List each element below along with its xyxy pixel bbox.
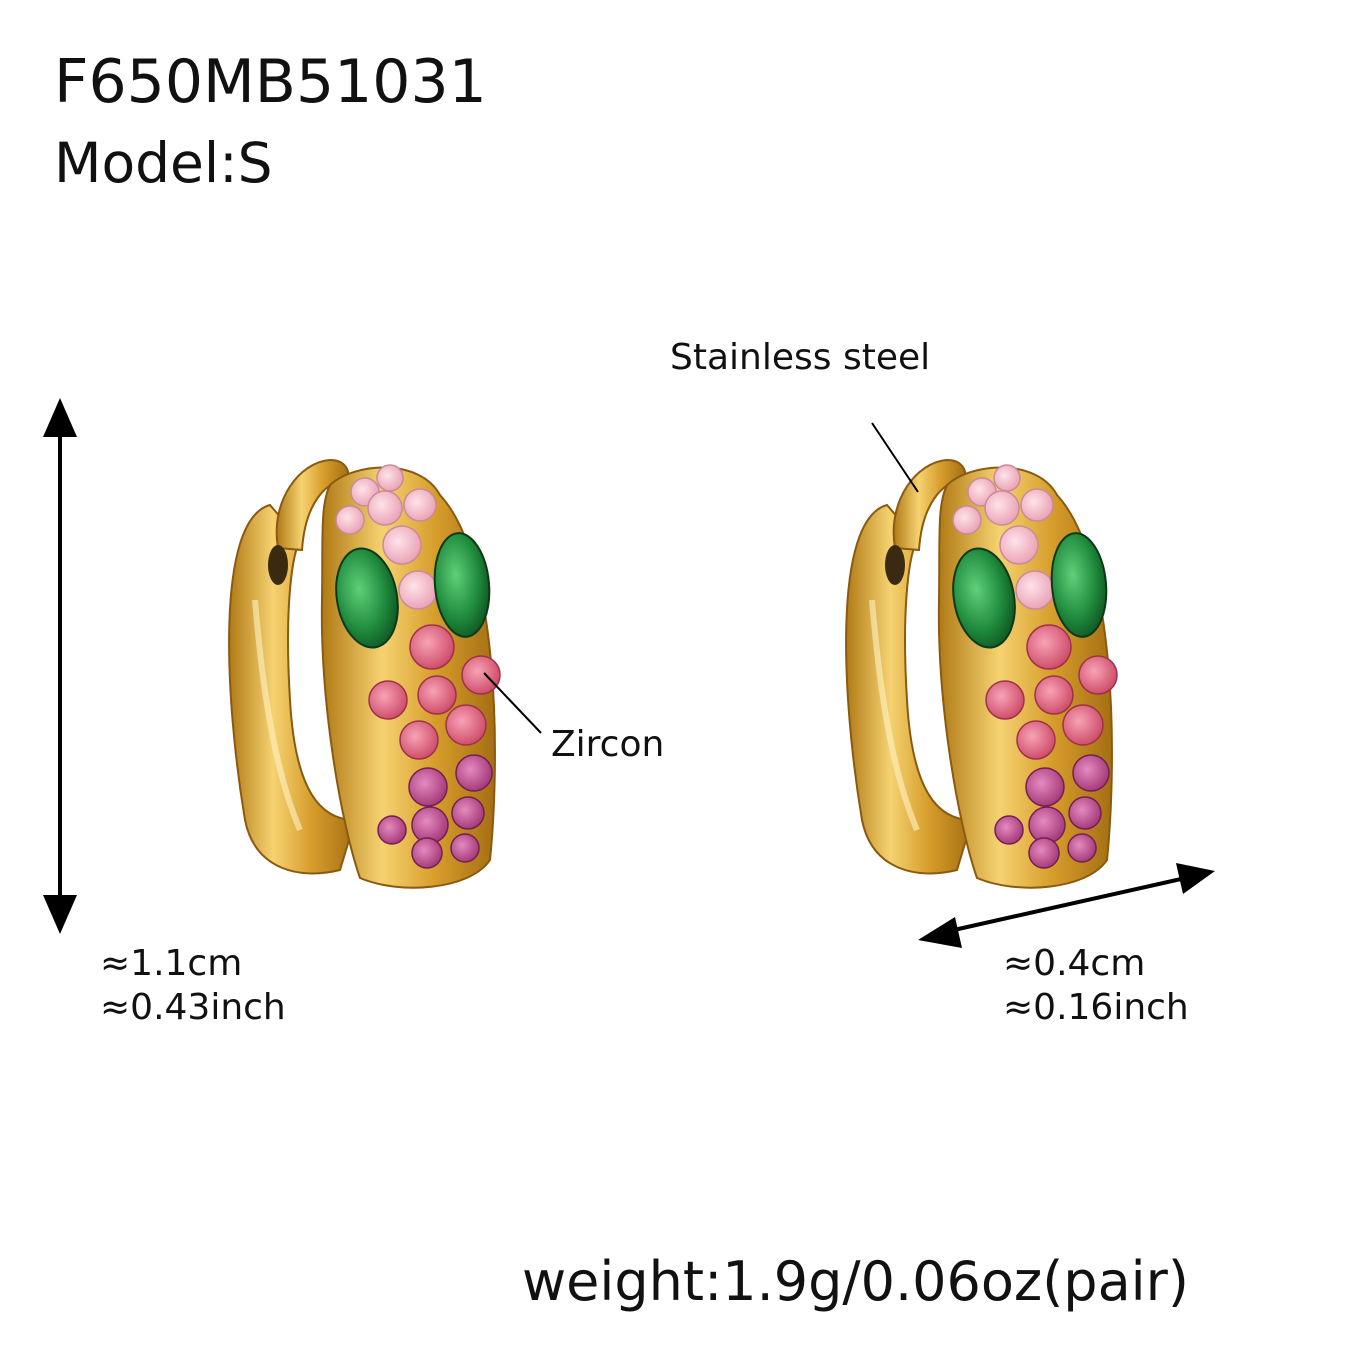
product-model: Model:S: [54, 131, 273, 195]
stone-label: Zircon: [551, 724, 665, 765]
stone-leader-line: [483, 672, 542, 734]
width-inch-label: ≈0.16inch: [1003, 987, 1189, 1028]
height-inch-label: ≈0.43inch: [100, 987, 286, 1028]
earring-right: [846, 460, 1117, 888]
product-sku: F650MB51031: [54, 47, 487, 117]
material-leader-line: [871, 422, 919, 493]
product-weight: weight:1.9g/0.06oz(pair): [522, 1250, 1189, 1313]
width-arrow: [918, 863, 1215, 948]
material-label: Stainless steel: [670, 337, 931, 378]
height-cm-label: ≈1.1cm: [100, 943, 243, 984]
height-arrow: [43, 398, 77, 934]
earring-left: [229, 460, 500, 888]
width-cm-label: ≈0.4cm: [1003, 943, 1146, 984]
